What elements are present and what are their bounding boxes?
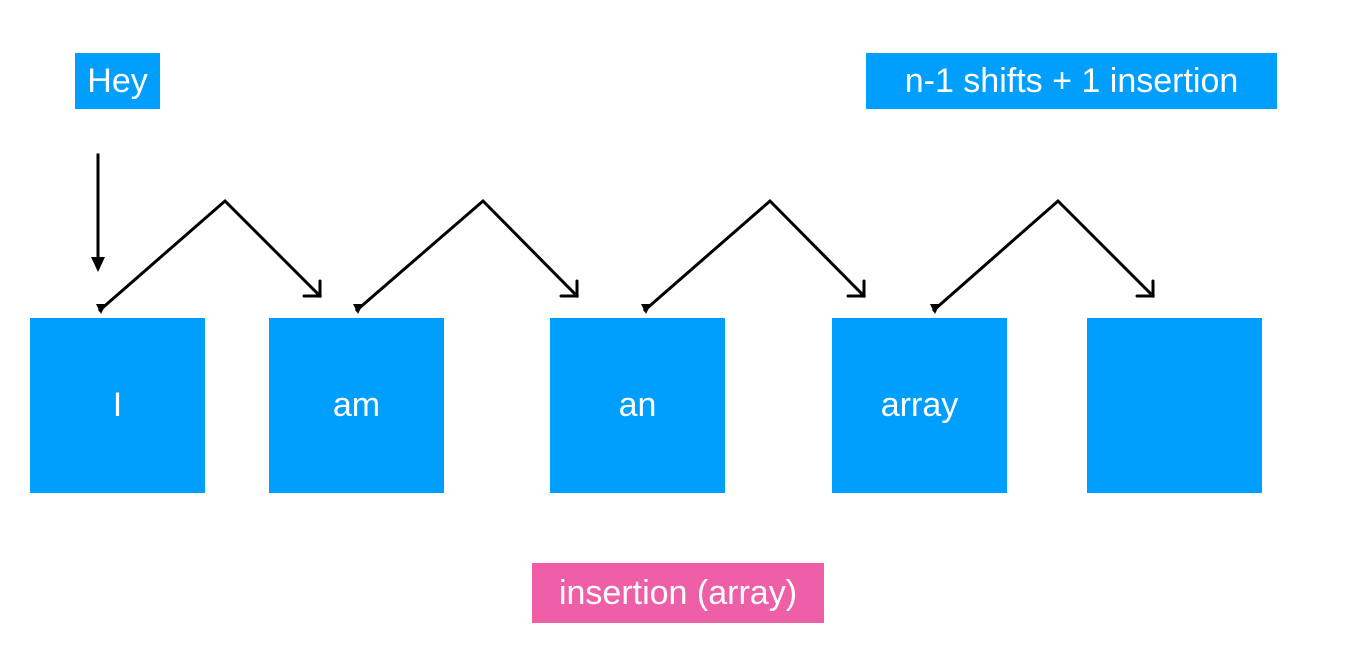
array-cell-3: array	[832, 318, 1007, 493]
shift-arrow-3-4	[930, 198, 1156, 314]
shift-arrow-1-2	[353, 198, 580, 314]
array-cell-2: an	[550, 318, 725, 493]
array-cell-4	[1087, 318, 1262, 493]
cost-label: n-1 shifts + 1 insertion	[866, 53, 1277, 109]
caption-label: insertion (array)	[532, 563, 824, 623]
array-cell-0: I	[30, 318, 205, 493]
new-element-label: Hey	[75, 53, 160, 109]
insert-arrow	[91, 153, 105, 272]
shift-arrow-2-3	[641, 198, 867, 314]
shift-arrow-0-1	[96, 198, 323, 314]
array-cell-1: am	[269, 318, 444, 493]
